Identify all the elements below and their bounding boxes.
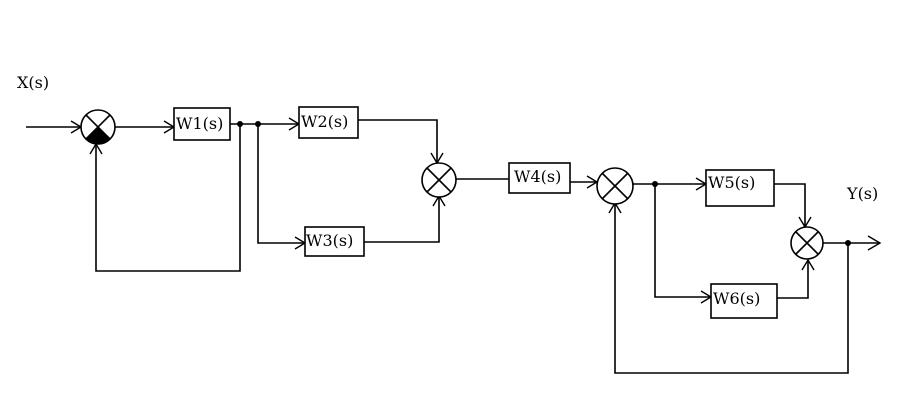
block-w6-label: W6(s) bbox=[713, 289, 760, 308]
branch-dot-2 bbox=[255, 121, 261, 127]
summing-junction-3 bbox=[596, 167, 634, 205]
wire-node-w3 bbox=[257, 124, 305, 244]
feedback-wire-1 bbox=[95, 124, 241, 272]
summing-junction-4 bbox=[790, 226, 824, 260]
block-w2: W2(s) bbox=[298, 106, 359, 139]
block-w5: W5(s) bbox=[705, 169, 775, 207]
feedback-wire-2 bbox=[614, 203, 849, 374]
arrowhead-s4-bottom bbox=[801, 258, 815, 271]
block-w3: W3(s) bbox=[304, 226, 365, 257]
signal-wires bbox=[26, 119, 880, 374]
output-label: Y(s) bbox=[846, 184, 878, 203]
summing-junction-1 bbox=[80, 109, 116, 145]
block-w2-label: W2(s) bbox=[301, 112, 348, 131]
wire-node-w6 bbox=[654, 184, 711, 298]
block-w5-label: W5(s) bbox=[708, 173, 755, 192]
branch-dot-4 bbox=[845, 240, 851, 246]
wire-w5-s4 bbox=[774, 183, 806, 227]
wire-w2-s2 bbox=[358, 119, 438, 163]
arrowheads bbox=[70, 117, 882, 304]
block-w4: W4(s) bbox=[508, 162, 571, 194]
block-w4-label: W4(s) bbox=[514, 167, 561, 186]
branch-dot-1 bbox=[237, 121, 243, 127]
block-w1-label: W1(s) bbox=[176, 114, 223, 133]
block-w1: W1(s) bbox=[173, 107, 231, 141]
block-w3-label: W3(s) bbox=[306, 231, 353, 250]
input-label: X(s) bbox=[17, 73, 49, 92]
arrowhead-output bbox=[867, 235, 882, 251]
block-w6: W6(s) bbox=[710, 283, 778, 319]
summing-junction-2 bbox=[421, 162, 457, 198]
wire-w6-s4 bbox=[777, 260, 809, 299]
branch-dot-3 bbox=[652, 181, 658, 187]
wire-w3-s2 bbox=[364, 196, 440, 243]
